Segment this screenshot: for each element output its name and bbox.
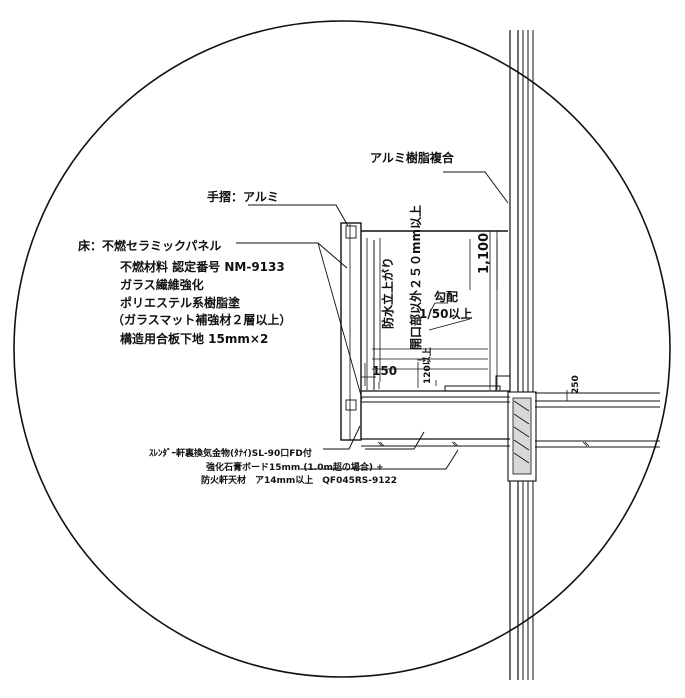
balcony-body bbox=[340, 222, 511, 447]
detail-circle bbox=[13, 20, 671, 678]
label-dimension-150: 150 bbox=[372, 364, 397, 378]
label-fire-soffit: 防火軒天材 ア14mm以上 QF045RS-9122 bbox=[201, 474, 397, 486]
label-slope: 勾配 bbox=[434, 289, 458, 304]
label-handrail: 手摺：アルミ bbox=[207, 189, 279, 204]
label-vent: ｽﾚﾝﾀﾞｰ軒裏換気金物(ﾀﾅｲ)SL-90口FD付 bbox=[149, 447, 312, 459]
label-floor-line6: 構造用合板下地 15mm×2 bbox=[120, 331, 268, 346]
label-floor-line3: ガラス繊維強化 bbox=[120, 277, 204, 292]
dimension-lines bbox=[361, 239, 568, 401]
label-dimension-250: 250 bbox=[571, 375, 581, 394]
exterior-wall bbox=[507, 30, 537, 680]
label-board: 強化石膏ボード15mm (1.0m超の場合) + bbox=[206, 461, 384, 473]
leader-lines bbox=[236, 171, 509, 470]
label-dimension-120: 120以上 bbox=[421, 347, 433, 384]
label-opening-height: 開口部以外２５０mm以上 bbox=[408, 205, 423, 350]
label-dimension-1100: 1,100 bbox=[477, 233, 492, 274]
label-floor-head: 床：不燃セラミックパネル bbox=[78, 238, 221, 253]
label-floor-line4: ポリエステル系樹脂塗 bbox=[120, 295, 241, 310]
label-slope-ratio: 1/50以上 bbox=[419, 306, 472, 321]
label-floor-line2: 不燃材料 認定番号 NM-9133 bbox=[120, 259, 285, 274]
label-aluminum-resin-composite: アルミ樹脂複合 bbox=[370, 150, 455, 165]
label-waterproof-rise: 防水立上がり bbox=[380, 257, 395, 329]
interior-floor bbox=[535, 392, 660, 448]
label-floor-line5: （ガラスマット補強材２層以上） bbox=[112, 312, 291, 327]
internal-markings bbox=[377, 441, 590, 447]
